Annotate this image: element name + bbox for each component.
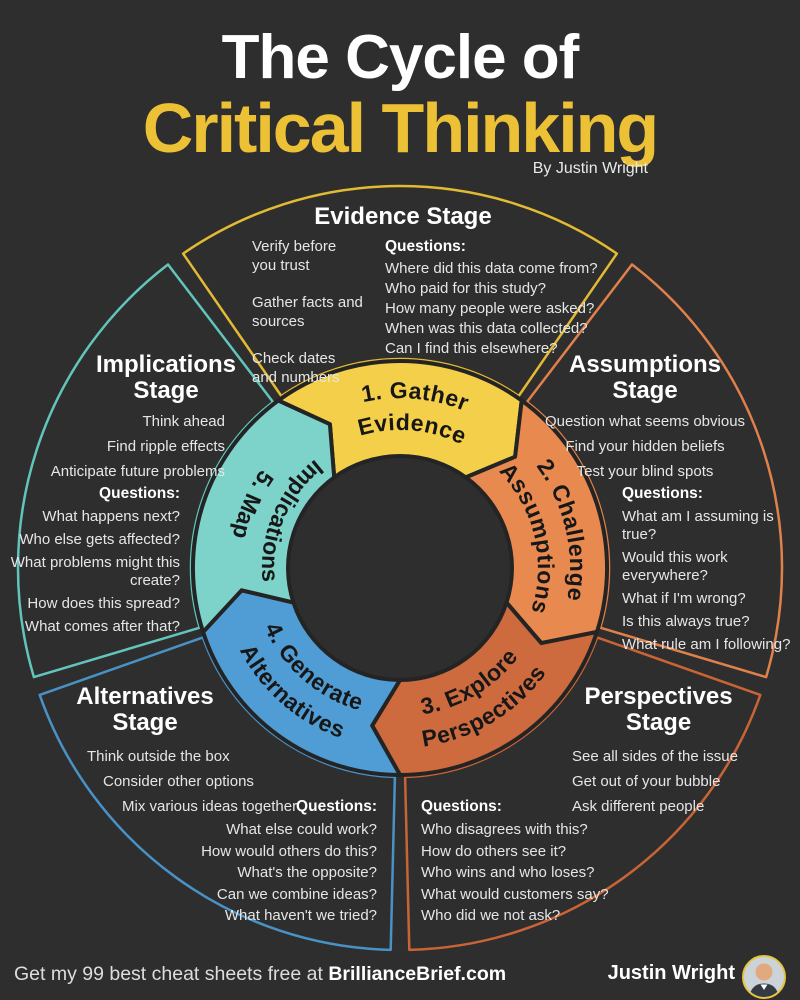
alternatives-stage-bullets: Think outside the box Consider other opt… [87,748,387,823]
question: Can I find this elsewhere? [385,340,558,357]
question: Who paid for this study? [385,280,546,297]
question: Where did this data come from? [385,260,598,277]
perspectives-stage-bullets: See all sides of the issue Get out of yo… [572,748,752,823]
wheel-segment-map-implications [191,398,337,634]
assumptions-stage-questions: Questions: What am I assuming is true? W… [622,485,797,659]
evidence-stage-heading: Evidence Stage [314,203,492,230]
perspectives-stage-heading: Perspectives Stage [584,683,733,736]
bullet: Get out of your bubble [572,773,721,790]
perspectives-stage-questions: Questions: Who disagrees with this? How … [421,798,661,929]
bullet: See all sides of the issue [572,748,738,765]
bullet: Think ahead [142,413,225,430]
questions-label: Questions: [99,485,180,502]
question: When was this data collected? [385,320,588,337]
question: What happens next? [42,508,180,525]
question: What problems might this create? [10,554,180,589]
bullet: Consider other options [103,773,254,790]
question: What would customers say? [421,885,609,903]
questions-label: Questions: [385,238,466,255]
evidence-stage-questions: Questions: Where did this data come from… [385,238,645,360]
question: How does this spread? [27,595,180,612]
bullet: Mix various ideas together [122,798,298,815]
question: How many people were asked? [385,300,595,317]
author-avatar [742,955,786,999]
bullet: Gather facts and sources [252,294,363,330]
footer-cta: Get my 99 best cheat sheets free at Bril… [14,963,506,986]
question: Who else gets affected? [19,531,180,548]
assumptions-stage-heading: Assumptions Stage [568,351,721,404]
question: What comes after that? [24,618,180,635]
bullet: Test your blind spots [576,463,714,480]
question: Is this always true? [622,613,750,630]
question: Who did we not ask? [421,907,561,924]
question: How do others see it? [421,842,567,860]
question: Who wins and who loses? [421,864,595,881]
question: What haven't we tried? [224,907,377,924]
implications-stage-heading: Implications Stage [95,351,237,404]
question: What else could work? [226,821,377,838]
implications-stage-bullets: Think ahead Find ripple effects Anticipa… [0,413,225,488]
questions-label: Questions: [421,798,502,815]
evidence-stage-bullets: Verify before you trust Gather facts and… [252,237,364,405]
questions-label: Questions: [296,798,377,815]
cta-text: Get my 99 best cheat sheets free at [14,963,329,985]
bullet: Ask different people [572,798,705,815]
page-title-line2: Critical Thinking [142,89,659,167]
questions-label: Questions: [622,485,703,502]
bullet: Find ripple effects [106,438,225,455]
byline: By Justin Wright [532,160,648,177]
question: What rule am I following? [622,636,791,653]
implications-stage-questions: Questions: What happens next? Who else g… [2,485,180,641]
question: What's the opposite? [237,864,377,881]
bullet: Verify before you trust [252,238,337,274]
alternatives-stage-heading: Alternatives Stage [76,683,214,736]
assumptions-stage-bullets: Question what seems obvious Find your hi… [535,413,755,488]
question: Who disagrees with this? [421,821,588,838]
brilliance-brief-link[interactable]: BrillianceBrief.com [328,963,507,985]
bullet: Think outside the box [87,748,230,765]
alternatives-stage-questions: Questions: What else could work? How wou… [137,798,377,929]
bullet: Find your hidden beliefs [565,438,725,455]
footer-author-name: Justin Wright [607,962,735,984]
question: How would others do this? [201,842,377,860]
author-photo [744,957,784,997]
bullet: Anticipate future problems [50,463,225,480]
question: Can we combine ideas? [216,885,377,903]
page-title-line1: The Cycle of [221,23,580,92]
bullet: Check dates and numbers [252,350,340,386]
question: Would this work everywhere? [622,549,728,584]
question: What am I assuming is true? [622,508,774,543]
question: What if I'm wrong? [622,590,746,607]
bullet: Question what seems obvious [544,413,746,430]
